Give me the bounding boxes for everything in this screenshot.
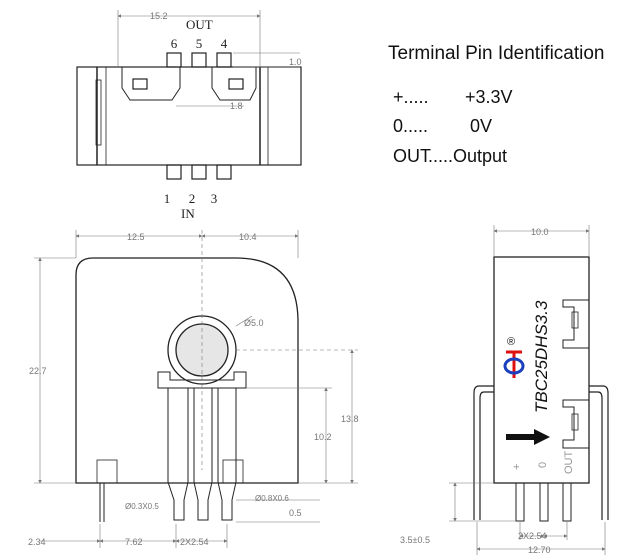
side-label-out: OUT xyxy=(563,451,575,475)
front-view xyxy=(75,257,299,522)
registered-mark: ® xyxy=(507,336,515,348)
in-pin-3: 3 xyxy=(211,191,218,206)
pin-row-symbol: +..... xyxy=(393,87,429,107)
dim-side-span: 12.70 xyxy=(528,545,551,555)
dim-right-height: 13.8 xyxy=(341,414,359,424)
dim-pin-height: 10.2 xyxy=(314,432,332,442)
logo-o-icon xyxy=(503,357,525,375)
pin-row-symbol: OUT xyxy=(393,146,431,166)
dim-pin-a: Ø0.3X0.5 xyxy=(125,502,159,511)
dim-left-width: 12.5 xyxy=(127,232,145,242)
top-dimensions xyxy=(117,10,300,107)
model-label: TBC25DHS3.3 xyxy=(532,300,551,413)
side-view xyxy=(473,256,609,522)
dim-pin-b: Ø0.8X0.6 xyxy=(255,494,289,503)
dim-top-pin-len: 1.0 xyxy=(289,57,302,67)
in-label: IN xyxy=(181,206,195,221)
dim-pin-tail: 0.5 xyxy=(289,508,302,518)
in-pin-1: 1 xyxy=(164,191,171,206)
dim-offset: 7.62 xyxy=(125,537,143,547)
pin-row-meaning: .....Output xyxy=(428,146,508,166)
dim-top-width: 15.2 xyxy=(150,11,168,21)
dim-edge: 2.34 xyxy=(28,537,46,547)
side-label-plus: + xyxy=(511,464,523,470)
out-pin-4: 4 xyxy=(221,36,228,51)
logo xyxy=(503,350,525,378)
front-body xyxy=(75,257,299,484)
side-body xyxy=(493,256,590,484)
dim-side-pitch: 2X2.54 xyxy=(518,531,547,541)
top-view xyxy=(76,52,302,180)
pin-row-meaning: +3.3V xyxy=(465,87,513,107)
out-pin-5: 5 xyxy=(196,36,203,51)
dim-right-width: 10.4 xyxy=(239,232,257,242)
front-dimensions xyxy=(34,230,358,548)
dim-hole: Ø5.0 xyxy=(244,318,264,328)
dim-side-width: 10.0 xyxy=(531,227,549,237)
out-pin-6: 6 xyxy=(171,36,178,51)
pin-row-meaning: 0V xyxy=(470,116,493,136)
arrow-icon xyxy=(506,429,550,445)
pin-row-symbol: 0..... xyxy=(393,116,429,136)
dim-top-pitch: 1.8 xyxy=(230,101,243,111)
dim-height: 22.7 xyxy=(29,366,47,376)
in-pin-2: 2 xyxy=(189,191,196,206)
side-label-zero: 0 xyxy=(537,462,549,468)
out-label: OUT xyxy=(186,17,213,32)
side-dimensions xyxy=(449,225,606,555)
dim-front-pitch: 2X2.54 xyxy=(180,537,209,547)
pin-table-title: Terminal Pin Identification xyxy=(388,43,605,64)
dim-side-pin-len: 3.5±0.5 xyxy=(400,535,430,545)
top-body xyxy=(76,66,302,166)
